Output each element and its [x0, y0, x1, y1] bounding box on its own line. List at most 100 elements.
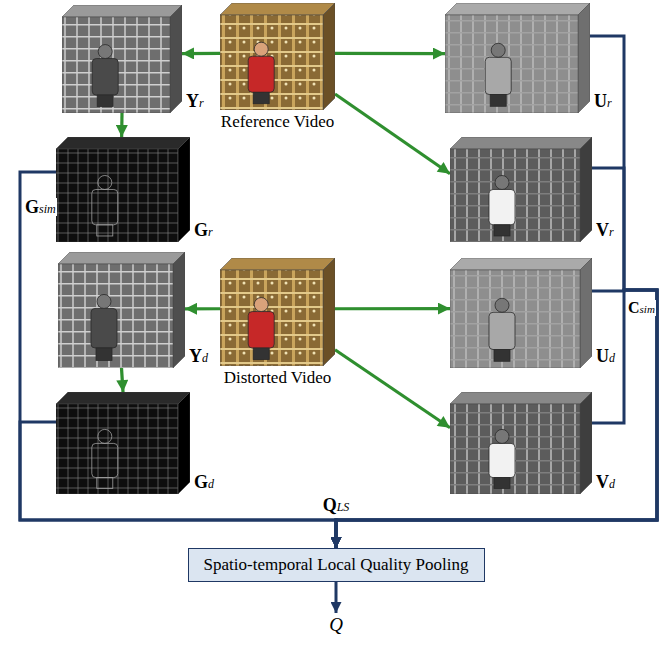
person-body [489, 189, 515, 224]
symbol-label: Gd [194, 473, 214, 491]
person-head [254, 42, 268, 56]
person-legs [253, 92, 269, 103]
process-arrow [335, 94, 450, 174]
person-head [254, 298, 268, 312]
video-cube: Gr [56, 137, 190, 242]
video-frame [450, 404, 580, 494]
video-cube: Gd [56, 392, 190, 494]
cube-top [450, 258, 592, 270]
video-volume [450, 137, 592, 242]
video-volume [220, 3, 335, 110]
video-frame [445, 15, 578, 113]
person-body [248, 312, 274, 348]
video-frame [450, 149, 580, 242]
video-cube: Vd [450, 392, 592, 494]
video-volume [56, 137, 190, 242]
person-legs [494, 350, 510, 362]
person-head [98, 45, 112, 59]
video-cube: Reference Video [220, 3, 335, 110]
person-body [489, 443, 515, 477]
person-legs [97, 95, 113, 107]
person-head [97, 294, 111, 308]
symbol-label: Ur [594, 92, 612, 110]
process-arrow [335, 307, 450, 310]
person-legs [490, 95, 506, 107]
person-body [489, 312, 515, 349]
video-volume [450, 258, 592, 368]
person-head [495, 298, 509, 312]
video-caption: Distorted Video [224, 369, 332, 388]
video-frame [450, 270, 580, 368]
person-legs [494, 478, 510, 489]
person-body [91, 308, 117, 348]
similarity-line [336, 290, 657, 548]
person-head [495, 429, 509, 443]
video-frame [58, 264, 173, 368]
cube-side [580, 137, 592, 242]
similarity-line [336, 168, 657, 548]
video-volume [450, 392, 592, 494]
person-head [98, 175, 112, 189]
person-head [495, 175, 509, 189]
cube-top [450, 137, 592, 149]
symbol-label: Gr [194, 221, 213, 239]
similarity-line [336, 290, 657, 548]
symbol-label: Yd [189, 347, 208, 365]
video-volume [58, 252, 185, 368]
cube-side [323, 258, 335, 366]
video-cube: Distorted Video [220, 258, 335, 366]
cube-top [220, 258, 335, 270]
output-arrow [335, 582, 338, 613]
person-body [485, 57, 511, 94]
video-volume [62, 5, 182, 113]
process-arrow [335, 350, 450, 428]
cube-top [56, 137, 190, 149]
cube-top [220, 3, 335, 15]
video-frame [56, 149, 178, 242]
video-frame [56, 404, 178, 494]
process-arrow [335, 52, 445, 56]
video-frame [62, 17, 170, 113]
signal-label: Csim [627, 300, 656, 316]
cube-side [323, 3, 335, 110]
video-volume [445, 3, 590, 113]
video-cube: Yd [58, 252, 185, 368]
box-label: Spatio-temporal Local Quality Pooling [189, 549, 484, 580]
process-arrow [185, 307, 220, 310]
cube-side [578, 3, 590, 113]
cube-side [178, 392, 190, 494]
person-legs [97, 478, 113, 489]
person-body [248, 56, 274, 92]
person-body [92, 189, 118, 224]
cube-top [56, 392, 190, 404]
video-caption: Reference Video [221, 113, 334, 132]
symbol-label: Yr [186, 92, 204, 110]
person-body [92, 443, 118, 477]
video-volume [220, 258, 335, 366]
cube-side [580, 392, 592, 494]
signal-label: Gsim [24, 198, 57, 216]
video-cube: Vr [450, 137, 592, 242]
person-head [491, 43, 505, 57]
cube-top [62, 5, 182, 17]
cube-side [173, 252, 185, 368]
process-arrow [120, 113, 124, 137]
process-box: Spatio-temporal Local Quality Pooling [188, 548, 485, 582]
cube-side [178, 137, 190, 242]
person-legs [97, 225, 113, 236]
cube-top [58, 252, 185, 264]
symbol-label: Vr [596, 221, 614, 239]
video-cube: Ur [445, 3, 590, 113]
video-frame [220, 270, 323, 366]
person-legs [253, 348, 269, 360]
cube-top [445, 3, 590, 15]
person-legs [494, 225, 510, 236]
process-arrow [122, 368, 124, 392]
cube-side [170, 5, 182, 113]
video-cube: Yr [62, 5, 182, 113]
output-label: Q [329, 615, 343, 636]
video-frame [220, 15, 323, 110]
signal-label: QLS [322, 496, 351, 514]
person-body [92, 59, 118, 95]
video-cube: Ud [450, 258, 592, 368]
